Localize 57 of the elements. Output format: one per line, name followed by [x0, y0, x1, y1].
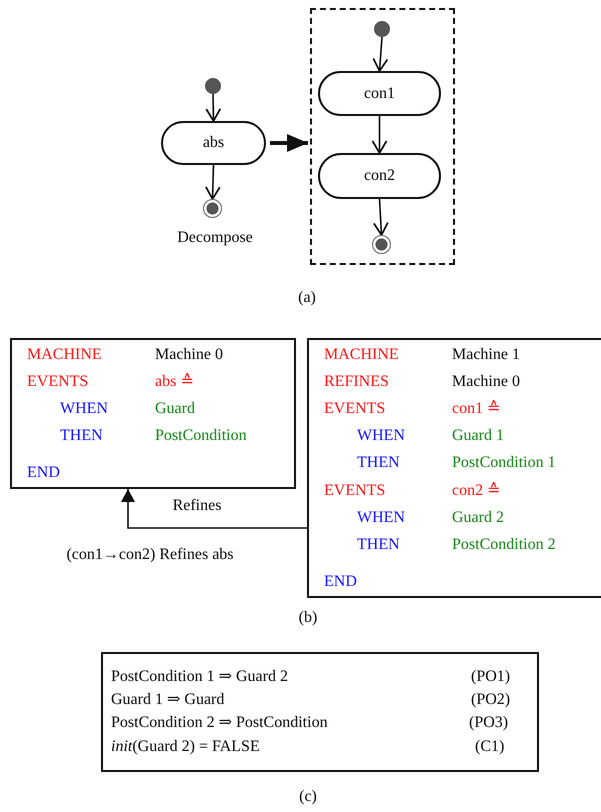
- panel-label: (a): [298, 289, 316, 307]
- panel-label: (b): [298, 609, 318, 627]
- code-box: [10, 338, 296, 489]
- code-text: Machine 0: [155, 346, 223, 364]
- keyword: EVENTS: [27, 373, 88, 391]
- keyword: WHEN: [357, 427, 405, 445]
- keyword: WHEN: [357, 509, 405, 527]
- equation-label: (PO3): [469, 714, 508, 732]
- start-node: [205, 78, 221, 94]
- keyword: THEN: [60, 427, 103, 445]
- arrow: [121, 489, 307, 529]
- keyword: EVENTS: [324, 482, 386, 500]
- dashed-container: [310, 8, 455, 265]
- keyword: END: [27, 464, 60, 482]
- code-text: Guard 2: [452, 509, 504, 527]
- code-text: PostCondition 1: [452, 454, 556, 472]
- code-box: [307, 338, 601, 598]
- arrow: [372, 198, 389, 236]
- code-text: Machine 0: [452, 373, 520, 391]
- code-text: PostCondition: [155, 427, 247, 445]
- keyword: THEN: [357, 454, 400, 472]
- formula-text: PostCondition 1 ⇒ Guard 2: [111, 668, 288, 686]
- action-node: abs: [161, 121, 266, 165]
- equation-label: (PO2): [471, 691, 510, 709]
- arrow: [204, 164, 221, 200]
- code-text: Guard: [155, 400, 195, 418]
- panel-label: (c): [299, 788, 317, 806]
- arrow: [372, 36, 388, 72]
- caption-text: (con1→con2) Refines abs: [66, 546, 234, 564]
- arrow: [205, 94, 222, 122]
- code-text: con2 ≙: [452, 482, 500, 500]
- keyword: THEN: [357, 536, 400, 554]
- code-text: PostCondition 2: [452, 536, 556, 554]
- equation-label: (PO1): [471, 668, 510, 686]
- formula-text: init(Guard 2) = FALSE: [111, 738, 260, 756]
- arrow: [270, 134, 308, 152]
- keyword: REFINES: [324, 373, 389, 391]
- code-text: Machine 1: [452, 346, 520, 364]
- start-node: [374, 21, 390, 37]
- keyword: MACHINE: [27, 346, 102, 364]
- action-node: con2: [318, 153, 441, 199]
- keyword: MACHINE: [324, 346, 399, 364]
- formula-text: Guard 1 ⇒ Guard: [111, 691, 224, 709]
- table-box: [101, 652, 539, 772]
- keyword: EVENTS: [324, 400, 386, 418]
- caption-text: Decompose: [177, 229, 253, 247]
- keyword: END: [324, 573, 357, 591]
- end-node: [372, 235, 391, 254]
- code-text: Guard 1: [452, 427, 504, 445]
- code-text: abs ≙: [155, 373, 194, 391]
- equation-label: (C1): [475, 738, 504, 756]
- keyword: WHEN: [60, 400, 108, 418]
- end-node: [203, 199, 222, 218]
- formula-text: PostCondition 2 ⇒ PostCondition: [111, 714, 328, 732]
- arrow: [372, 116, 388, 154]
- code-text: con1 ≙: [452, 400, 500, 418]
- action-node: con1: [318, 71, 441, 116]
